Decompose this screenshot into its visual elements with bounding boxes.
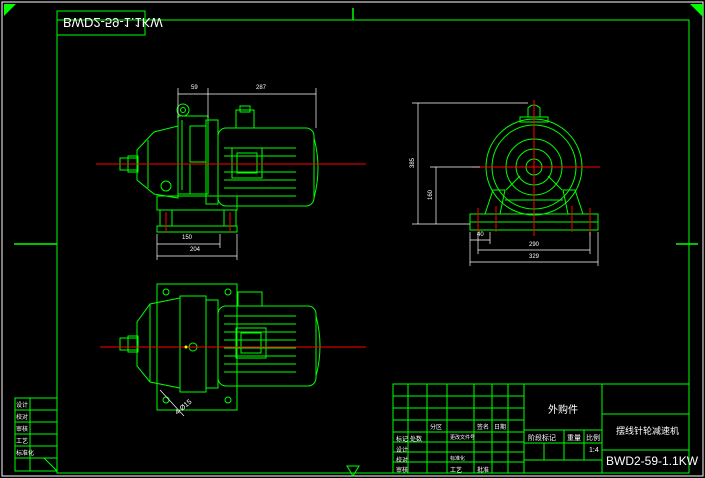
dim-side-top-a: 59 [191,85,198,91]
title-row-approve: 批准 [477,468,490,474]
title-row-craft: 工艺 [450,468,463,474]
rev-row-3: 审核 [16,427,29,433]
dim-side-bot-a: 150 [182,235,193,241]
dim-front-height: 385 [410,157,417,169]
title-ratio: 比例 [586,435,600,442]
plan-hidden-point [184,345,188,349]
center-mark-bottom [346,465,360,477]
title-row-design: 设计 [396,448,409,454]
dim-side-bot-b: 204 [190,247,201,253]
title-field-zone: 分区 [430,425,443,431]
rev-row-2: 校对 [16,415,29,421]
mirrored-code-box [56,10,146,36]
title-scale: 1:4 [589,447,599,454]
title-field-mark: 标记 [396,437,409,443]
dim-front-center: 160 [428,189,435,201]
title-row-std: 标准化 [450,456,466,462]
rev-row-4: 工艺 [16,439,29,445]
dim-side-top-b: 287 [256,85,267,91]
dim-front-base-a: 290 [529,242,540,248]
dim-front-foot: 40 [477,232,484,238]
title-stage-mark: 阶段标记 [528,435,556,442]
title-field-date: 日期 [494,425,507,431]
rev-row-1: 设计 [16,403,29,409]
side-view-dimensions [156,88,317,260]
title-drawing-code: BWD2-59-1.1KW [606,454,699,468]
side-view-reducer [119,103,319,233]
title-field-count: 处数 [410,437,423,443]
title-row-review: 审核 [396,468,409,474]
drawing-frame [56,19,690,474]
front-view-dimensions [412,102,599,266]
title-row-check: 校对 [396,458,409,464]
mirrored-drawing-code: BWD2-59-1.1KW [63,15,163,30]
dim-front-base-b: 329 [529,254,540,260]
rev-row-5: 标准化 [16,451,35,457]
title-field-doc: 更改文件号 [450,435,476,441]
plan-leader [159,389,185,417]
title-field-sign: 签名 [477,425,490,431]
title-part-name: 外购件 [548,405,578,416]
title-block [392,383,690,474]
title-weight: 重量 [567,435,581,442]
corner-mark-tl [4,4,16,16]
revision-strip [14,397,58,472]
corner-mark-tr [690,4,703,17]
title-description: 摆线针轮减速机 [616,426,680,436]
